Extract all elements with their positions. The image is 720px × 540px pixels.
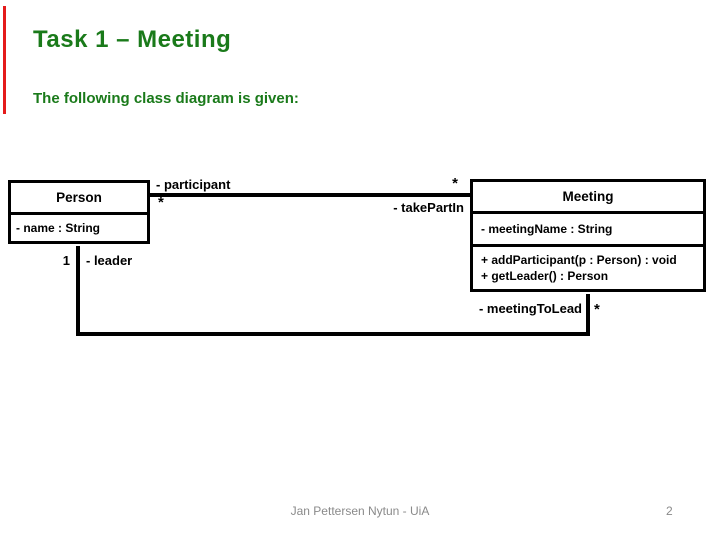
- role-label-takepartin: - takePartIn: [393, 200, 464, 215]
- multiplicity-leader-one: 1: [62, 253, 70, 268]
- person-class-name: Person: [11, 183, 147, 215]
- footer-author: Jan Pettersen Nytun - UiA: [290, 504, 430, 518]
- meeting-operations: + addParticipant(p : Person) : void + ge…: [473, 247, 703, 289]
- association-leader-vertical-line: [76, 246, 80, 336]
- uml-class-meeting: Meeting - meetingName : String + addPart…: [470, 179, 706, 292]
- meeting-attribute: - meetingName : String: [473, 214, 703, 247]
- association-leader-meeting-vertical-line: [586, 294, 590, 336]
- meeting-class-name: Meeting: [473, 182, 703, 214]
- left-red-accent-line: [3, 6, 6, 114]
- association-leader-horizontal-line: [76, 332, 590, 336]
- person-attribute: - name : String: [16, 221, 101, 235]
- meeting-operation-add-participant: + addParticipant(p : Person) : void: [481, 253, 677, 267]
- multiplicity-meetingtolead: *: [594, 301, 600, 318]
- multiplicity-takepartin: *: [452, 175, 458, 192]
- meeting-operation-get-leader: + getLeader() : Person: [481, 269, 609, 283]
- footer-page-number: 2: [666, 504, 673, 518]
- uml-class-person: Person - name : String: [8, 180, 150, 244]
- multiplicity-participant: *: [158, 194, 164, 211]
- role-label-leader: - leader: [86, 253, 133, 268]
- role-label-meetingtolead: - meetingToLead: [478, 301, 582, 316]
- slide-title: Task 1 – Meeting: [33, 26, 232, 53]
- role-label-participant: - participant: [156, 177, 231, 192]
- association-participant-line: [150, 193, 470, 197]
- slide-subtitle: The following class diagram is given:: [33, 90, 299, 107]
